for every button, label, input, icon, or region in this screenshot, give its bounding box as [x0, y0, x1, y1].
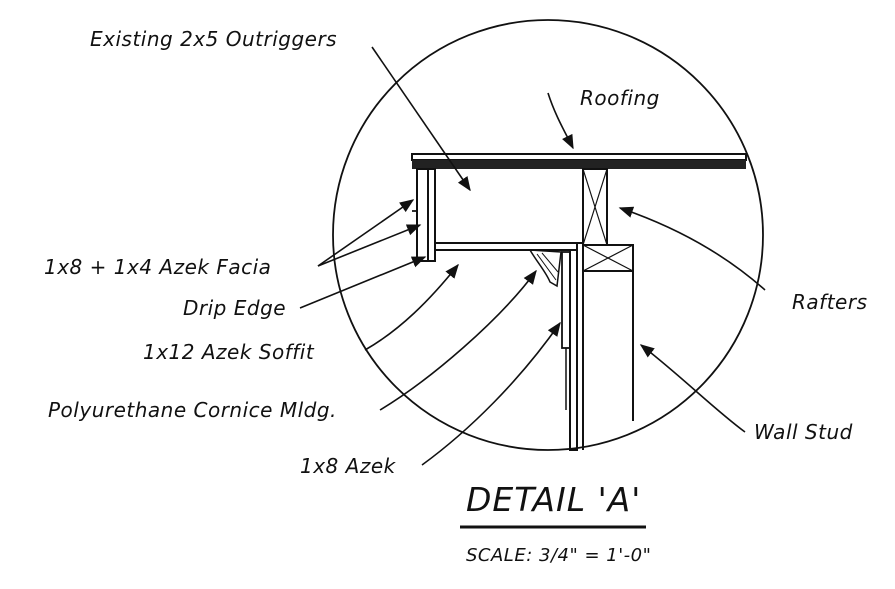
wall-trim: [561, 249, 578, 451]
label-azek: 1x8 Azek: [300, 454, 396, 478]
label-rafters: Rafters: [792, 290, 868, 314]
soffit: [434, 242, 578, 251]
label-cornice: Polyurethane Cornice Mldg.: [48, 398, 337, 422]
label-facia: 1x8 + 1x4 Azek Facia: [44, 255, 272, 279]
detail-circle: [332, 19, 764, 451]
fascia: [412, 168, 436, 262]
label-roofing: Roofing: [580, 86, 660, 110]
top-plate: [582, 244, 634, 272]
wall-stud: [582, 271, 634, 450]
detail-title: DETAIL 'A': [466, 480, 642, 519]
cornice-molding: [528, 249, 562, 288]
label-drip-edge: Drip Edge: [183, 296, 287, 320]
label-wall-stud: Wall Stud: [754, 420, 853, 444]
rafter: [582, 168, 608, 246]
roofing-layer: [411, 153, 747, 161]
leader-lines: [299, 46, 766, 466]
label-soffit: 1x12 Azek Soffit: [143, 340, 315, 364]
label-outriggers: Existing 2x5 Outriggers: [90, 27, 338, 51]
scale-note: SCALE: 3/4" = 1'-0": [466, 545, 652, 566]
